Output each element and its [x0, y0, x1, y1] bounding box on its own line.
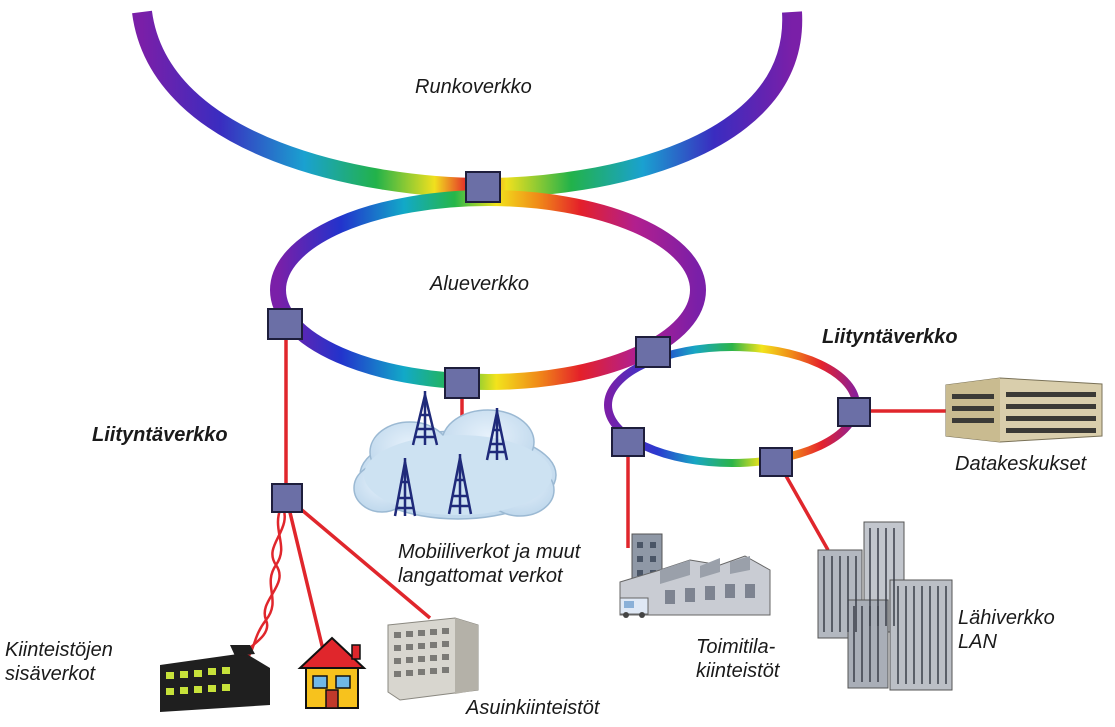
business-building-icon: [619, 533, 771, 618]
label-lan: Lähiverkko LAN: [958, 607, 1055, 653]
label-residential: Asuinkiinteistöt: [466, 697, 600, 719]
label-access-right: Liityntäverkko: [822, 326, 958, 348]
label-building-networks: Kiinteistöjen sisäverkot: [5, 639, 113, 685]
label-mobile: Mobiiliverkot ja muut langattomat verkot: [398, 541, 581, 587]
node-regional-left: [267, 308, 303, 340]
network-nodes: [267, 171, 871, 513]
link-access-to-residential: [288, 498, 432, 620]
building-networks-icon: [160, 645, 270, 712]
label-access-left: Liityntäverkko: [92, 424, 228, 446]
label-datacenters: Datakeskukset: [955, 453, 1087, 475]
radio-tower-icon: [393, 391, 509, 517]
label-regional: Alueverkko: [430, 273, 529, 295]
twisted-pair-cable: [234, 504, 286, 663]
node-regional-bottom: [444, 367, 480, 399]
datacenter-building-icon: [945, 377, 1103, 443]
node-backbone-regional: [465, 171, 501, 203]
house-icon: [297, 636, 367, 709]
lan-skyscrapers-icon: [817, 521, 953, 691]
label-backbone: Runkoverkko: [415, 76, 532, 98]
link-access-to-house: [285, 499, 327, 659]
node-access-right-right: [837, 397, 871, 427]
label-business: Toimitila- kiinteistöt: [696, 636, 780, 682]
node-access-right-bottom: [759, 447, 793, 477]
wireless-cloud: [353, 409, 557, 520]
node-regional-access-right: [635, 336, 671, 368]
node-access-right-left: [611, 427, 645, 457]
backbone-ring: [132, 10, 803, 199]
residential-building-icon: [387, 617, 479, 701]
node-access-left: [271, 483, 303, 513]
